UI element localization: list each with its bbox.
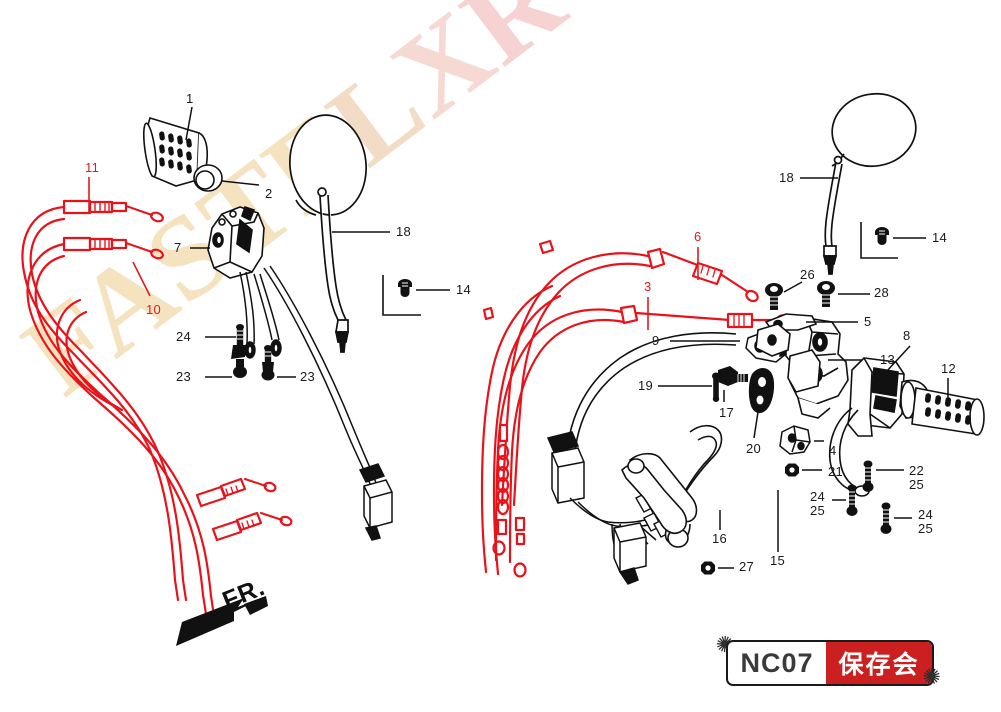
cap-part-14-right bbox=[860, 222, 926, 259]
callout-14-right: 14 bbox=[932, 230, 948, 245]
callout-23-right: 23 bbox=[300, 369, 316, 384]
logo-cn-area: 保存会 bbox=[826, 642, 932, 684]
leader-2 bbox=[132, 261, 151, 297]
callout-17: 17 bbox=[719, 405, 735, 420]
front-direction-arrow bbox=[176, 596, 268, 646]
connector-block-mid bbox=[546, 431, 585, 504]
right-switch-housing-part-8 bbox=[828, 357, 905, 497]
callout-14-left: 14 bbox=[456, 282, 472, 297]
clamp-part-20 bbox=[748, 368, 775, 439]
bolt-part-17 bbox=[718, 366, 748, 402]
callout-7: 7 bbox=[174, 240, 182, 255]
mirror-part-18-left bbox=[288, 114, 368, 353]
callout-8: 8 bbox=[903, 328, 911, 343]
brand-logo: ✺ NC07 保存会 ✺ bbox=[712, 630, 945, 692]
leader-10 bbox=[221, 180, 260, 186]
logo-cn-text: 保存会 bbox=[838, 652, 920, 679]
callout-5: 5 bbox=[864, 314, 872, 329]
switch-wire-terminals bbox=[244, 339, 282, 359]
red-cable-assembly-right bbox=[480, 239, 791, 578]
screw-part-23-right bbox=[261, 345, 296, 381]
lever-perch-part-13 bbox=[755, 313, 849, 419]
switch-housing-part-7 bbox=[207, 205, 265, 279]
lever-part-16 bbox=[621, 452, 698, 535]
logo-code-area: NC07 bbox=[728, 642, 826, 684]
callout-18-left: 18 bbox=[396, 224, 412, 239]
callout-16: 16 bbox=[712, 531, 728, 546]
callout-24-25-a: 24 25 bbox=[810, 489, 826, 518]
callout-28: 28 bbox=[874, 285, 890, 300]
callout-2: 10 bbox=[146, 302, 162, 317]
leader-11 bbox=[185, 106, 193, 141]
callout-1: 11 bbox=[85, 160, 100, 175]
connector-block-left bbox=[358, 463, 393, 541]
bolt-part-26 bbox=[765, 281, 803, 310]
screw-part-24-25-a bbox=[832, 484, 858, 517]
callout-10: 2 bbox=[265, 186, 273, 201]
callout-21: 21 bbox=[828, 464, 844, 479]
logo-frame: NC07 保存会 bbox=[726, 640, 934, 686]
logo-code-text: NC07 bbox=[740, 647, 814, 678]
callout-27: 27 bbox=[739, 559, 755, 574]
callout-12: 12 bbox=[941, 361, 957, 376]
callout-4: 4 bbox=[829, 443, 837, 458]
handle-grip-part-11 bbox=[142, 116, 223, 192]
callout-3: 3 bbox=[644, 279, 652, 294]
nut-part-27 bbox=[701, 561, 734, 575]
screw-part-24-25-b bbox=[880, 502, 912, 535]
callout-26: 26 bbox=[800, 267, 816, 282]
callout-9: 9 bbox=[652, 333, 660, 348]
connector-block-bottom bbox=[613, 522, 647, 585]
handle-grip-part-12 bbox=[899, 379, 985, 436]
cap-part-14-left bbox=[382, 275, 450, 316]
red-cable-assembly-left bbox=[21, 199, 293, 618]
callout-22-25: 22 25 bbox=[909, 463, 925, 492]
callout-18-right: 18 bbox=[779, 170, 795, 185]
bracket-part-4 bbox=[779, 425, 824, 455]
callout-15: 15 bbox=[770, 553, 786, 568]
leader-8 bbox=[885, 345, 911, 373]
bolt-part-28 bbox=[817, 281, 870, 307]
callout-20: 20 bbox=[746, 441, 762, 456]
callout-23-left: 23 bbox=[176, 369, 192, 384]
screw-part-22-25 bbox=[862, 460, 904, 493]
callout-6: 6 bbox=[694, 229, 702, 244]
callout-11: 1 bbox=[186, 91, 194, 106]
callout-13: 13 bbox=[880, 352, 896, 367]
screw-part-24-left bbox=[205, 324, 247, 378]
callout-24-left: 24 bbox=[176, 329, 192, 344]
callout-19: 19 bbox=[638, 378, 654, 393]
callout-24-25-b: 24 25 bbox=[918, 507, 934, 536]
nut-part-21 bbox=[785, 463, 822, 477]
mirror-part-18-right bbox=[822, 92, 917, 275]
